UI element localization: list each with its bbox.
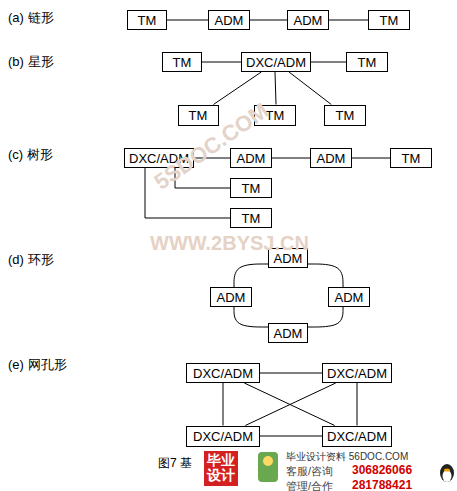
network-element-box: ADM — [328, 287, 370, 307]
logo-text: 306826066 — [352, 464, 412, 477]
fiber-link — [357, 383, 358, 426]
element-label: TM — [336, 108, 355, 123]
network-element-box: TM — [368, 10, 410, 30]
element-label: TM — [358, 55, 377, 70]
fiber-link — [260, 373, 322, 374]
network-element-box: TM — [127, 10, 167, 30]
element-label: TM — [380, 13, 399, 28]
watermark: WWW.2BYSJ.CN — [150, 232, 309, 254]
topology-label: (d) 环形 — [8, 253, 54, 267]
network-element-box: ADM — [210, 287, 252, 307]
network-element-box: ADM — [310, 148, 352, 168]
element-label: ADM — [294, 13, 323, 28]
element-label: TM — [138, 13, 157, 28]
network-element-box: DXC/ADM — [186, 426, 260, 447]
fiber-link — [329, 20, 368, 21]
fiber-link — [202, 62, 241, 63]
fiber-link — [234, 264, 268, 287]
network-element-box: TM — [324, 105, 366, 126]
element-label: DXC/ADM — [246, 55, 306, 70]
element-label: DXC/ADM — [327, 429, 387, 444]
network-element-box: ADM — [268, 323, 308, 343]
fiber-link — [275, 72, 276, 105]
element-label: ADM — [317, 151, 346, 166]
element-label: ADM — [237, 151, 266, 166]
logo-text: 客服/咨询 — [286, 465, 333, 477]
fiber-link — [260, 436, 322, 437]
network-element-box: DXC/ADM — [186, 363, 260, 383]
topology-label: (c) 树形 — [8, 148, 53, 162]
network-element-box: ADM — [208, 10, 250, 30]
fiber-link — [308, 307, 343, 327]
figure-caption: 图7 基 — [158, 457, 192, 470]
element-label: TM — [402, 151, 421, 166]
element-label: DXC/ADM — [193, 429, 253, 444]
fiber-link — [213, 72, 261, 105]
network-element-box: DXC/ADM — [241, 52, 311, 72]
fiber-link — [311, 62, 346, 63]
element-label: TM — [173, 55, 192, 70]
element-label: TM — [242, 211, 261, 226]
network-element-box: TM — [162, 52, 202, 72]
qq-penguin-icon — [440, 464, 454, 482]
network-element-box: ADM — [287, 10, 329, 30]
network-element-box: TM — [390, 148, 432, 168]
logo-text: 毕业设计 — [204, 451, 238, 486]
network-element-box: DXC/ADM — [322, 426, 392, 447]
topology-label: (a) 链形 — [8, 11, 54, 25]
logo-text: 毕业设计资料 56DOC.COM — [286, 451, 408, 462]
fiber-link — [223, 383, 224, 426]
fiber-link — [245, 383, 335, 426]
element-label: DXC/ADM — [193, 366, 253, 381]
fiber-link — [234, 307, 268, 327]
network-element-box: TM — [230, 208, 272, 228]
network-element-box: TM — [230, 178, 272, 198]
logo-text: 281788421 — [352, 479, 412, 491]
element-label: ADM — [335, 290, 364, 305]
element-label: TM — [242, 181, 261, 196]
fiber-link — [289, 72, 331, 105]
topology-label: (e) 网孔形 — [8, 358, 67, 372]
fiber-link — [272, 158, 310, 159]
element-label: ADM — [215, 13, 244, 28]
element-label: ADM — [274, 326, 303, 341]
topology-label: (b) 星形 — [8, 55, 54, 69]
network-element-box: DXC/ADM — [322, 363, 392, 383]
element-label: ADM — [217, 290, 246, 305]
element-label: TM — [189, 108, 208, 123]
logo-figure-icon — [258, 452, 278, 482]
fiber-link — [167, 20, 208, 21]
network-element-box: ADM — [230, 148, 272, 168]
fiber-link — [250, 20, 287, 21]
logo-text: 管理/合作 — [286, 480, 333, 491]
network-element-box: TM — [178, 105, 219, 126]
fiber-link — [308, 264, 343, 287]
element-label: DXC/ADM — [327, 366, 387, 381]
fiber-link — [352, 158, 390, 159]
network-element-box: TM — [346, 52, 388, 72]
